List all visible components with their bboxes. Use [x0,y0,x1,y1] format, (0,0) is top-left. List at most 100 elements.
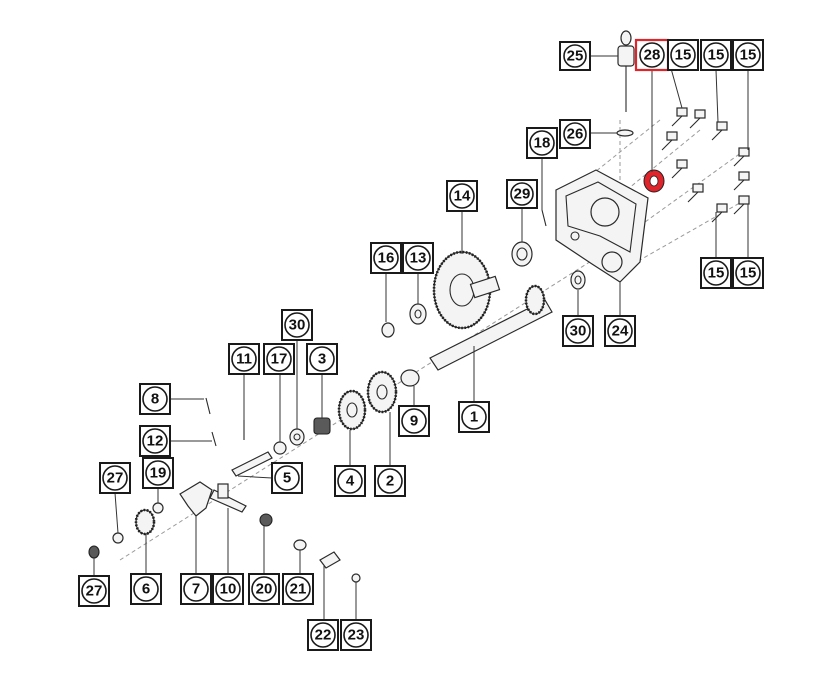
gear-6 [134,508,156,536]
svg-text:16: 16 [378,250,395,267]
svg-text:15: 15 [708,47,725,64]
callout-16: 16 [370,242,402,274]
pin-18 [541,209,547,227]
callout-17: 17 [263,343,295,375]
callout-2: 2 [374,465,406,497]
callout-11: 11 [228,343,260,375]
callout-24: 24 [604,315,636,347]
svg-text:8: 8 [151,391,159,408]
callout-3: 3 [306,343,338,375]
svg-text:23: 23 [348,627,365,644]
gear-cover-24 [555,169,649,283]
svg-text:25: 25 [567,48,584,65]
svg-text:27: 27 [86,583,103,600]
callout-15-c: 15 [732,39,764,71]
svg-text:18: 18 [534,135,551,152]
svg-text:11: 11 [236,351,252,368]
svg-text:24: 24 [612,323,629,340]
svg-text:26: 26 [567,126,584,143]
needle-bearing-3 [313,417,331,435]
callout-21: 21 [282,573,314,605]
callout-14: 14 [446,180,478,212]
leader-lines [93,53,749,620]
bushing-9 [400,369,420,387]
callout-5: 5 [271,462,303,494]
callout-22: 22 [307,619,339,651]
gear-2 [366,370,398,414]
callout-labels: 25 28 15 15 15 26 18 [78,38,764,651]
callout-30-right: 30 [562,315,594,347]
bearing-30-left [289,428,305,446]
callout-1: 1 [458,401,490,433]
svg-text:15: 15 [740,265,757,282]
washer-16 [381,322,395,338]
pin-8 [205,397,211,415]
washer-17 [273,441,287,455]
svg-text:5: 5 [283,470,291,487]
washer-19 [152,502,164,514]
washer-21 [293,539,307,551]
callout-27-upper: 27 [99,462,131,494]
callout-15-d: 15 [700,257,732,289]
callout-30-left: 30 [281,309,313,341]
bearing-27-upper [112,532,124,544]
callout-27-lower: 27 [78,575,110,607]
svg-text:28: 28 [644,47,661,64]
callout-19: 19 [142,457,174,489]
bolts-15 [661,107,750,223]
callout-15-e: 15 [732,257,764,289]
svg-text:22: 22 [315,627,332,644]
shift-fork-7 [179,481,213,517]
seal-20 [259,513,273,527]
bearing-30-right [570,270,586,290]
callout-10: 10 [212,573,244,605]
svg-text:15: 15 [675,47,692,64]
svg-text:12: 12 [147,433,164,450]
svg-text:6: 6 [142,581,150,598]
svg-text:4: 4 [346,473,355,490]
callout-15-b: 15 [700,39,732,71]
svg-text:10: 10 [220,581,237,598]
dipstick [617,30,635,112]
callout-15-a: 15 [667,39,699,71]
pin-12 [211,431,217,447]
svg-text:9: 9 [410,413,418,430]
callout-26: 26 [559,119,591,149]
svg-text:30: 30 [570,323,587,340]
svg-text:13: 13 [410,250,427,267]
callout-7: 7 [180,573,212,605]
svg-text:14: 14 [454,188,471,205]
bearing-29 [511,241,533,267]
callout-12: 12 [139,425,171,457]
svg-text:30: 30 [289,317,306,334]
oil-seal-28 [643,169,665,193]
main-shaft-1 [429,284,553,371]
svg-text:17: 17 [271,351,288,368]
callout-9: 9 [398,405,430,437]
callout-28: 28 [634,38,670,72]
svg-text:3: 3 [318,351,326,368]
svg-text:21: 21 [290,581,307,598]
callout-29: 29 [506,179,538,209]
svg-text:27: 27 [107,470,124,487]
callout-23: 23 [340,619,372,651]
gear-4 [337,389,367,431]
svg-text:15: 15 [740,47,757,64]
washer-26 [616,129,634,137]
callout-25: 25 [559,41,591,71]
shift-shaft-5 [231,451,273,477]
large-gear-14 [432,250,501,330]
callout-13: 13 [402,242,434,274]
shift-arm-10 [209,483,247,513]
callout-8: 8 [139,383,171,415]
svg-text:7: 7 [192,581,200,598]
svg-text:1: 1 [470,409,478,426]
callout-6: 6 [130,573,162,605]
svg-text:20: 20 [256,581,273,598]
screw-23 [351,573,361,583]
callout-20: 20 [248,573,280,605]
lever-22 [319,551,341,569]
callout-4: 4 [334,465,366,497]
svg-text:15: 15 [708,265,725,282]
